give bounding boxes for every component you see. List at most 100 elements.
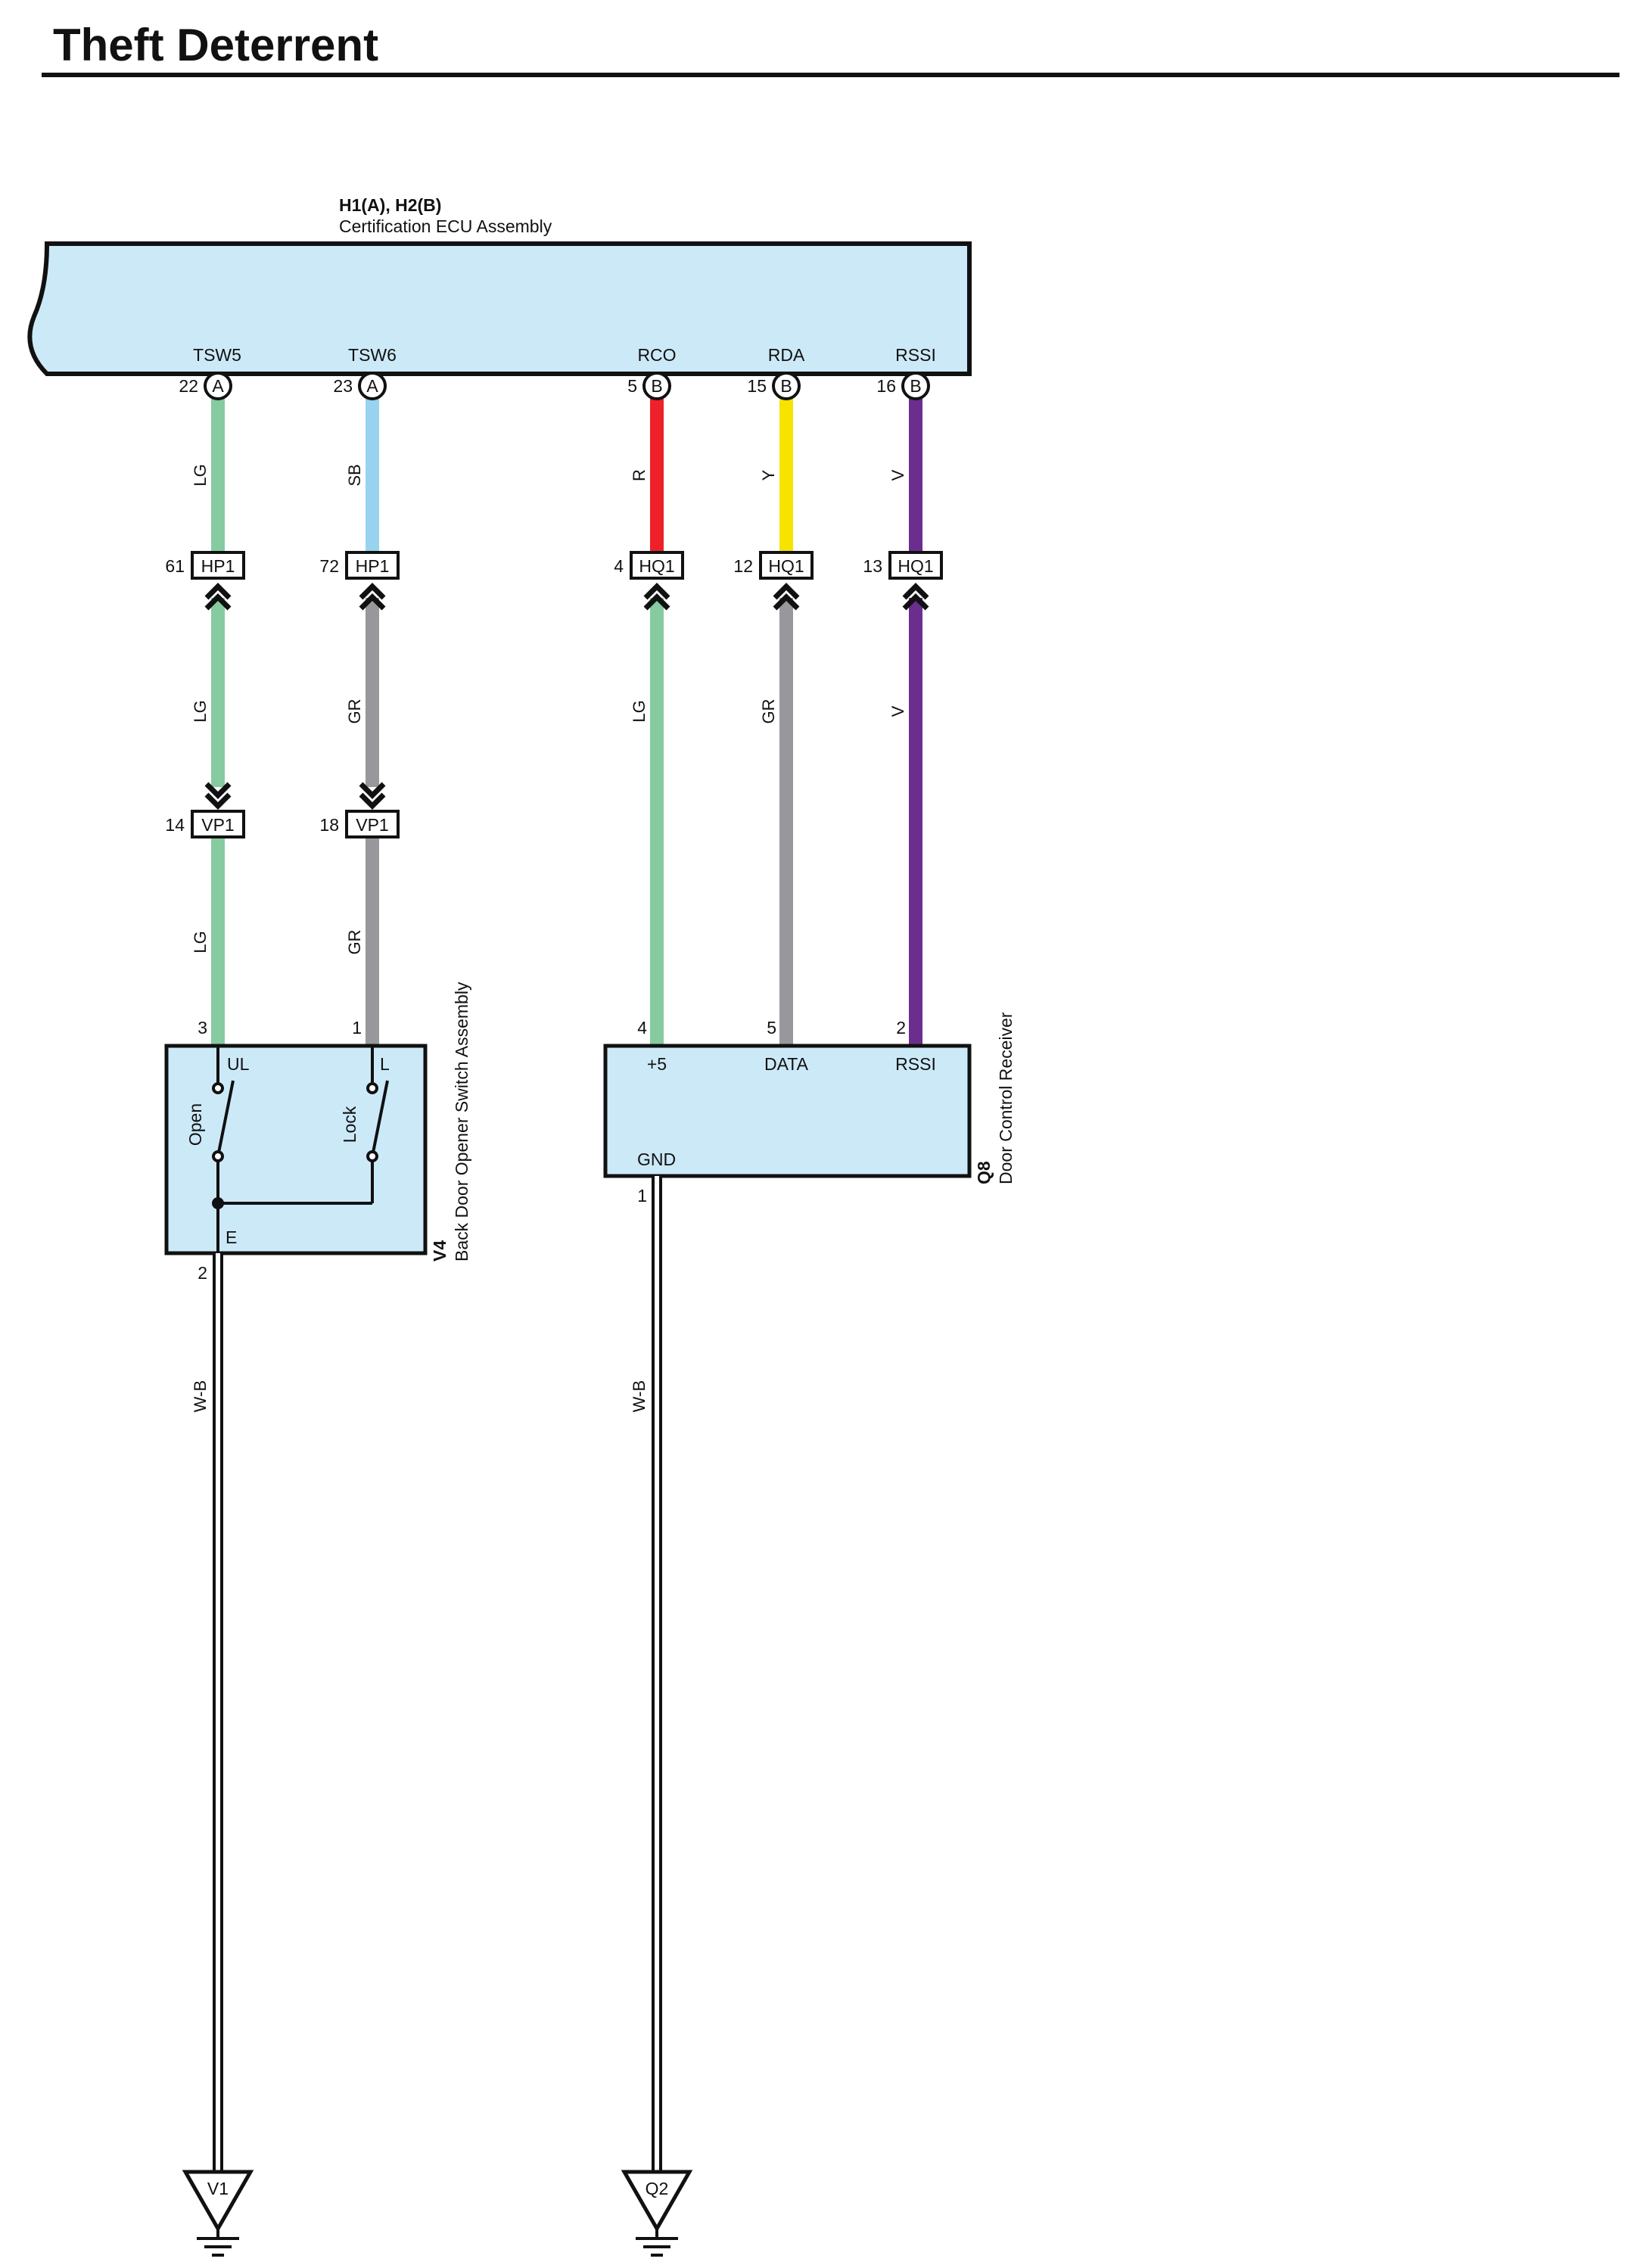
switch-code: V4 — [430, 1240, 450, 1262]
receiver-plus5-label: +5 — [647, 1054, 667, 1074]
svg-text:HQ1: HQ1 — [768, 556, 804, 576]
connector-pin: 12 — [733, 556, 753, 576]
connector-pin: 4 — [614, 556, 624, 576]
svg-text:B: B — [780, 376, 792, 396]
connector-pin: 18 — [319, 815, 339, 835]
ecu-pin-number: 16 — [876, 376, 896, 396]
switch-junction — [212, 1197, 224, 1209]
title-rule — [42, 73, 1619, 77]
svg-text:B: B — [651, 376, 662, 396]
receiver-pin-rssi: 2 — [896, 1018, 906, 1038]
connector-hq1-c: HQ1 13 — [863, 551, 943, 580]
svg-text:VP1: VP1 — [356, 815, 388, 835]
connector-pin: 14 — [165, 815, 185, 835]
ecu-pin-number: 23 — [333, 376, 353, 396]
ground-wire-q2-label: W-B — [630, 1380, 649, 1412]
ecu-pin-name-rssi: RSSI — [895, 345, 936, 365]
wire-3-label-1: R — [630, 469, 649, 481]
svg-text:Q2: Q2 — [646, 2179, 669, 2198]
receiver-code: Q8 — [974, 1161, 994, 1184]
ecu-box — [27, 241, 972, 376]
ecu-pin-name-tsw5: TSW5 — [193, 345, 241, 365]
ecu-pin-number: 5 — [627, 376, 637, 396]
svg-text:HP1: HP1 — [201, 556, 235, 576]
ecu-pin-name-rco: RCO — [637, 345, 676, 365]
wire-4-label-2: GR — [759, 699, 778, 724]
switch-open-label: Open — [185, 1103, 205, 1146]
ground-point-q2: Q2 — [621, 2170, 693, 2257]
wire-4-seg-2 — [779, 598, 793, 1046]
svg-text:HQ1: HQ1 — [898, 556, 933, 576]
switch-e-label: E — [226, 1227, 237, 1247]
ecu-pin-rssi: B 16 — [876, 372, 930, 400]
wire-1-label-3: LG — [191, 931, 210, 953]
switch-name: Back Door Opener Switch Assembly — [452, 982, 471, 1262]
ecu-pin-name-tsw6: TSW6 — [348, 345, 397, 365]
switch-pin-ul: 3 — [198, 1018, 207, 1038]
wire-5-seg-2 — [909, 598, 922, 1046]
wire-1-seg-2 — [211, 598, 225, 787]
wire-1-seg-1 — [211, 399, 225, 562]
wire-1-seg-3 — [211, 838, 225, 1046]
switch-lock-label: Lock — [340, 1106, 359, 1143]
connector-pin: 72 — [319, 556, 339, 576]
ground-icon — [636, 2229, 678, 2257]
ground-wire-v1-label: W-B — [191, 1380, 210, 1412]
wire-5-label-1: V — [888, 469, 907, 481]
receiver-gnd-pin: 1 — [637, 1186, 647, 1206]
switch-pin-l: 1 — [352, 1018, 362, 1038]
wire-5-label-2: V — [888, 705, 907, 717]
svg-text:V1: V1 — [207, 2179, 229, 2198]
wire-1-label-1: LG — [191, 464, 210, 486]
connector-hp1-a: HP1 61 — [165, 551, 245, 580]
receiver-pin-data: 5 — [767, 1018, 776, 1038]
wire-5-seg-1 — [909, 399, 922, 562]
switch-ul-label: UL — [227, 1054, 250, 1074]
connector-chevron-down — [204, 782, 386, 810]
ground-icon — [197, 2229, 239, 2257]
ecu-code: H1(A), H2(B) — [339, 195, 441, 215]
connector-hq1-b: HQ1 12 — [733, 551, 814, 580]
receiver-name: Door Control Receiver — [996, 1012, 1016, 1184]
switch-internals — [212, 1046, 389, 1253]
connector-hp1-b: HP1 72 — [319, 551, 400, 580]
receiver-rssi-label: RSSI — [895, 1054, 936, 1074]
receiver-data-label: DATA — [764, 1054, 809, 1074]
svg-text:HP1: HP1 — [356, 556, 390, 576]
wire-2-seg-3 — [366, 838, 379, 1046]
ecu-pin-tsw5: A 22 — [179, 372, 232, 400]
receiver-pin-plus5: 4 — [637, 1018, 647, 1038]
connector-pin: 13 — [863, 556, 882, 576]
wire-2-label-3: GR — [345, 930, 364, 955]
wire-3-label-2: LG — [630, 700, 649, 722]
connector-pin: 61 — [165, 556, 185, 576]
connector-vp1-b: VP1 18 — [319, 810, 400, 838]
switch-gnd-pin: 2 — [198, 1263, 207, 1283]
connector-hq1-a: HQ1 4 — [614, 551, 684, 580]
switch-l-label: L — [380, 1054, 390, 1074]
ecu-pin-number: 15 — [747, 376, 767, 396]
ground-point-v1: V1 — [182, 2170, 254, 2257]
switch-box — [164, 1044, 428, 1255]
connector-chevron-up — [204, 583, 929, 611]
wire-1-label-2: LG — [191, 700, 210, 722]
ecu-pin-name-rda: RDA — [768, 345, 805, 365]
wire-2-seg-1 — [366, 399, 379, 562]
wire-3-seg-1 — [650, 399, 664, 562]
receiver-gnd-label: GND — [637, 1150, 676, 1169]
wire-2-label-2: GR — [345, 699, 364, 724]
connector-vp1-a: VP1 14 — [165, 810, 245, 838]
svg-text:B: B — [910, 376, 921, 396]
ground-wire-q2 — [652, 1176, 662, 2175]
ecu-pin-rco: B 5 — [627, 372, 671, 400]
wire-4-seg-1 — [779, 399, 793, 562]
page-title: Theft Deterrent — [53, 20, 378, 70]
wire-3-seg-2 — [650, 598, 664, 1046]
ecu-name: Certification ECU Assembly — [339, 216, 552, 236]
ground-wire-v1 — [213, 1253, 223, 2175]
ecu-pin-tsw6: A 23 — [333, 372, 387, 400]
wire-4-label-1: Y — [759, 469, 778, 481]
wire-2-label-1: SB — [345, 464, 364, 486]
wire-2-seg-2 — [366, 598, 379, 787]
